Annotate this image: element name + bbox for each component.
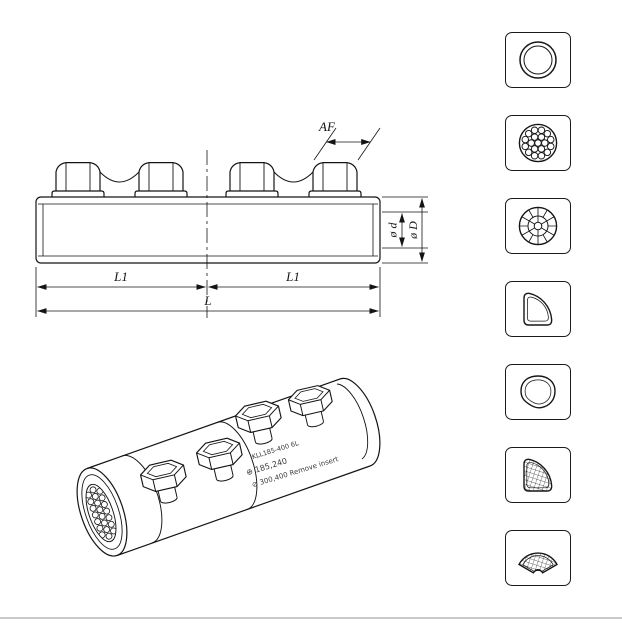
shear-bolt-side-2 — [134, 162, 188, 197]
dim-l1-left: L1 — [37, 269, 206, 290]
conductor-box-shaped-solid — [505, 364, 571, 420]
round-solid-conductor-icon — [519, 41, 557, 79]
round-stranded-conductor-icon — [518, 123, 558, 163]
dim-total-length: L — [37, 293, 379, 314]
body-end-lines — [42, 204, 374, 256]
conductor-box-sector-stranded — [505, 447, 571, 503]
shear-bolt-side-3 — [225, 162, 279, 197]
iso-bolt-1 — [138, 457, 192, 509]
iso-bolt-2 — [194, 435, 248, 487]
iso-right-cap — [339, 377, 381, 467]
connector-body-outline — [35, 196, 381, 264]
conductor-type-panel — [505, 32, 571, 586]
round-compacted-conductor-icon — [518, 206, 558, 246]
dim-extension-lines — [35, 267, 381, 317]
dim-label-l1-right: L1 — [285, 269, 300, 284]
iso-mid-ring — [216, 421, 258, 510]
iso-bolt-4 — [286, 382, 338, 432]
iso-left-face-chamfer — [81, 474, 123, 550]
dim-label-l1-left: L1 — [113, 269, 128, 284]
dim-label-af: AF — [318, 119, 336, 134]
shear-bolt-side-4 — [308, 162, 362, 197]
saddle-arcs — [99, 171, 314, 183]
iso-ferrule-ring — [121, 455, 163, 544]
shaped-solid-conductor-icon — [520, 375, 556, 409]
conductor-box-fan-stranded — [505, 530, 571, 586]
sector-stranded-conductor-icon — [523, 458, 553, 492]
body-chamfer-lines — [38, 203, 378, 257]
dimensions: AF ø d ø D L1 L1 — [35, 119, 428, 317]
page-bottom-edge — [0, 617, 622, 619]
side-view — [35, 150, 381, 318]
conductor-box-round-compacted — [505, 198, 571, 254]
dim-label-outer-diameter: ø D — [406, 221, 420, 240]
dim-label-total-length: L — [203, 293, 211, 308]
dim-af: AF — [313, 119, 381, 161]
iso-right-cap-chamfer — [336, 383, 369, 460]
iso-left-face — [76, 467, 128, 557]
iso-body-bottom-edge — [116, 465, 371, 557]
dim-inner-diameter: ø d — [382, 211, 428, 249]
conductor-box-round-stranded — [505, 115, 571, 171]
bore-strands — [85, 486, 117, 540]
shear-bolt-side-1 — [51, 162, 105, 197]
iso-bolt-3 — [233, 398, 287, 450]
dim-label-inner-diameter: ø d — [386, 222, 400, 239]
fan-stranded-conductor-icon — [518, 552, 558, 574]
conductor-box-sector-solid — [505, 281, 571, 337]
iso-view: KLL185-400 6L ⊕ 185,240 ⊘ 300,400 Remove… — [76, 377, 381, 557]
body-markings: KLL185-400 6L ⊕ 185,240 ⊘ 300,400 Remove… — [245, 439, 340, 489]
iso-bore — [85, 483, 117, 543]
dim-outer-diameter: ø D — [382, 196, 428, 264]
dim-l1-right: L1 — [208, 269, 379, 290]
conductor-box-round-solid — [505, 32, 571, 88]
sector-solid-conductor-icon — [523, 292, 553, 326]
marking-model: KLL185-400 6L — [251, 439, 300, 461]
